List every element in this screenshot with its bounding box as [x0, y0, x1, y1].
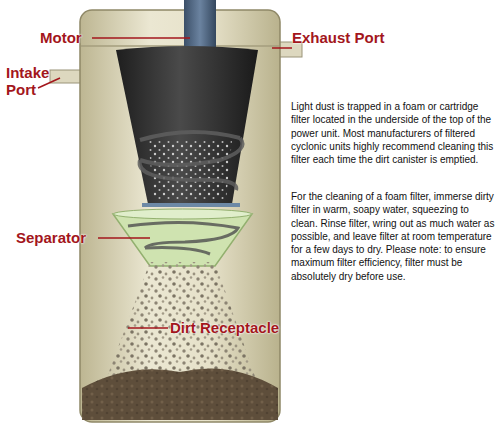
swirl-line [145, 248, 210, 254]
dirt-texture [82, 368, 278, 420]
canister-body [80, 10, 280, 422]
part-label: Motor [40, 29, 82, 46]
part-label: Separator [16, 229, 86, 246]
leader-line [272, 47, 292, 49]
part-label: Exhaust Port [292, 29, 385, 46]
separator-rim [114, 209, 252, 219]
leader-line [92, 37, 190, 39]
note-text: For the cleaning of a foam filter, immer… [291, 190, 498, 283]
separator-funnel [113, 214, 252, 266]
leader-line [128, 327, 168, 329]
leader-lines [38, 38, 292, 328]
swirl-line [140, 132, 240, 140]
note-text: Light dust is trapped in a foam or cartr… [291, 100, 498, 166]
leader-line [98, 237, 150, 239]
part-label: Dirt Receptacle [170, 319, 279, 336]
swirl-line [128, 222, 238, 248]
filter-plate [142, 203, 240, 207]
swirl-line [140, 138, 243, 165]
dust-particles [148, 140, 232, 200]
airflow-swirl [140, 132, 243, 190]
filter-housing [116, 46, 258, 204]
dirt-pile [82, 368, 278, 420]
swirl-line [140, 160, 237, 190]
part-label: Intake Port [6, 64, 56, 98]
